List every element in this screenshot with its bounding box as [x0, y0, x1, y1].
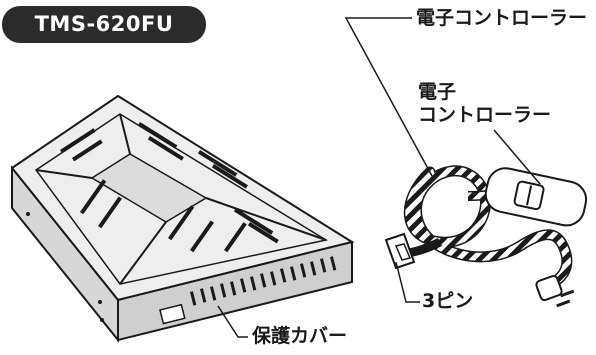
electronic-controller — [484, 167, 588, 227]
three-pin-connector — [384, 232, 416, 270]
front-socket — [159, 303, 186, 325]
label-electronic-controller-line1: 電子 — [418, 81, 457, 103]
label-electronic-controller-top: 電子コントローラー — [416, 7, 588, 29]
front-vent-slots — [190, 256, 337, 306]
heater-unit — [10, 94, 355, 343]
side-hole — [26, 212, 30, 216]
leader-controller-top — [344, 17, 433, 177]
label-3-pin: 3ピン — [422, 290, 474, 312]
leader-controller-side — [493, 129, 541, 185]
model-badge: TMS-620FU — [2, 6, 206, 43]
power-plug — [535, 274, 575, 308]
controller-cord — [384, 165, 588, 308]
top-vent-slots — [60, 122, 279, 253]
leader-pin — [395, 261, 420, 303]
label-protective-cover: 保護カバー — [252, 325, 348, 347]
leader-cover — [217, 305, 248, 338]
label-electronic-controller-line2: コントローラー — [418, 104, 552, 126]
leader-lines — [217, 17, 541, 338]
